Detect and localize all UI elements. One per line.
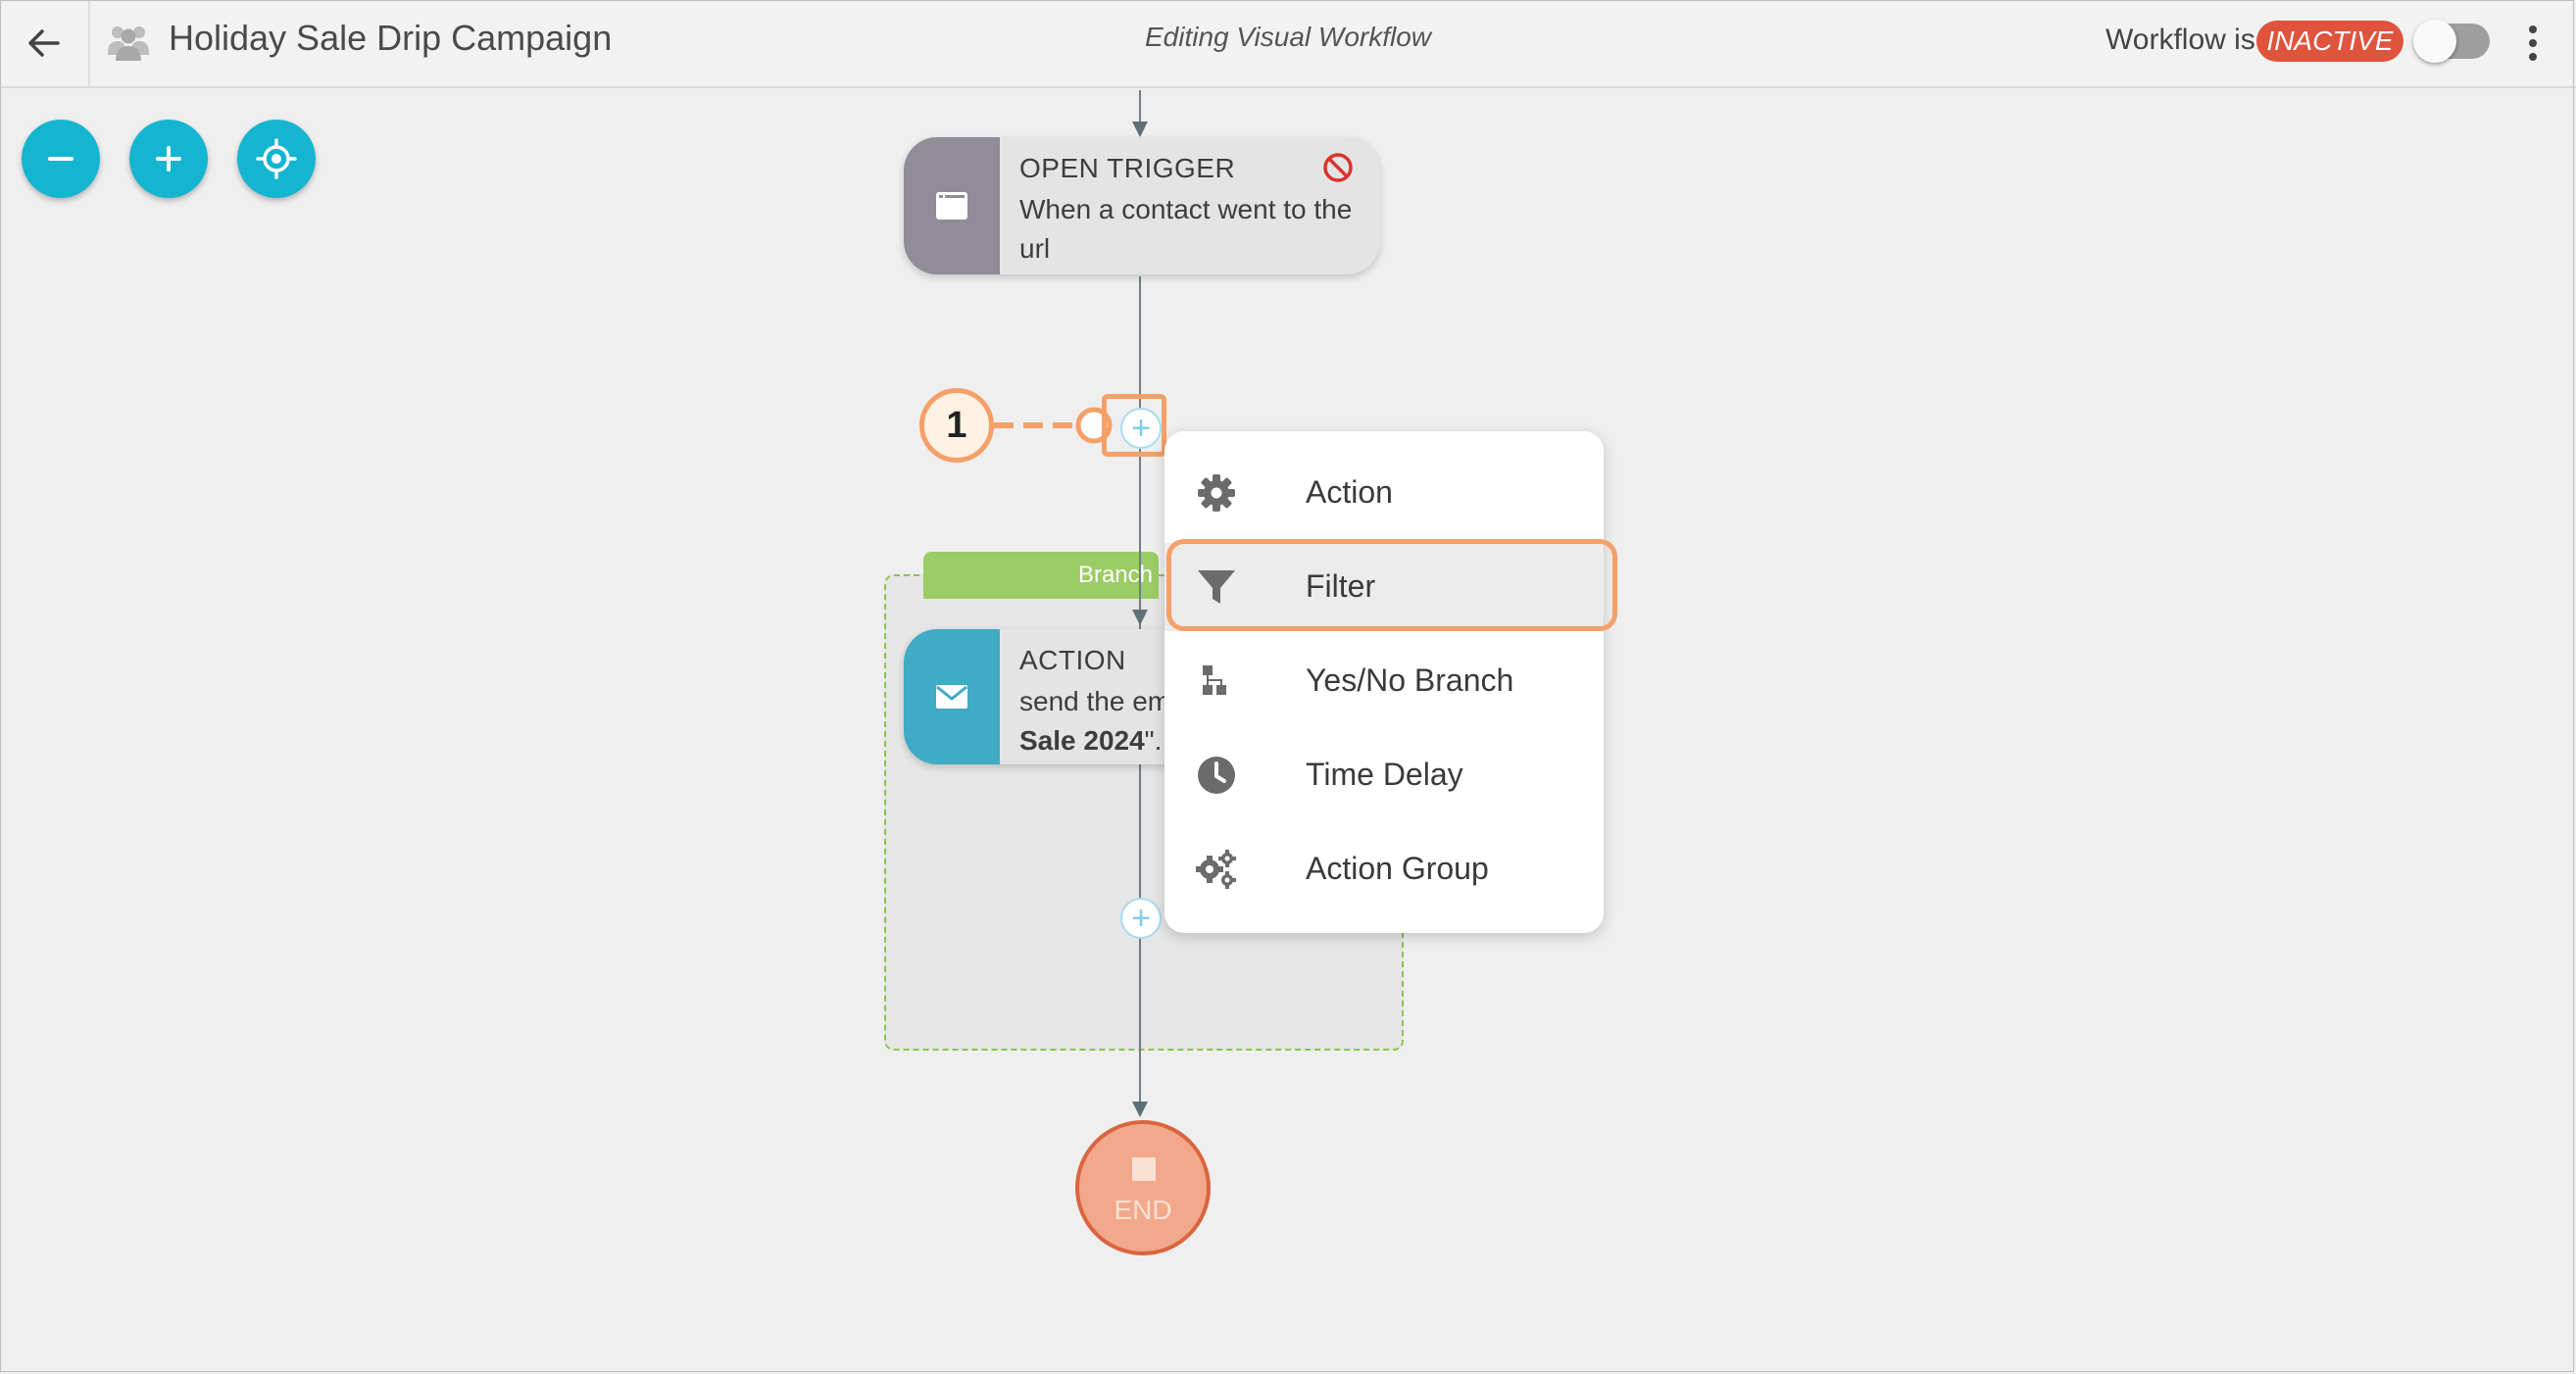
gears-icon [1196,850,1236,889]
minus-icon [48,157,74,161]
action-type-label: ACTION [1019,645,1126,675]
callout-connector [994,407,1113,444]
zoom-in-button[interactable] [129,120,208,198]
menu-item-label: Filter [1306,568,1376,604]
users-group-icon [108,26,149,61]
workflow-status-label: Workflow is [2105,24,2255,56]
toggle-knob [2413,20,2456,63]
end-label: END [1114,1195,1172,1225]
app-header: Holiday Sale Drip Campaign Editing Visua… [0,0,2576,88]
kebab-menu-icon[interactable] [2521,20,2545,67]
menu-item-filter[interactable]: Filter [1164,543,1604,631]
stop-icon [1132,1157,1156,1181]
plus-icon [156,146,181,172]
trigger-description: When a contact went to the url [1019,194,1353,264]
action-icon-strip [904,629,1000,764]
menu-item-action-group[interactable]: Action Group [1164,825,1604,913]
gear-icon [1198,474,1235,512]
add-step-menu: Action Filter Yes/No Branch [1164,431,1604,933]
add-step-highlight [1102,394,1166,457]
funnel-icon [1198,570,1235,604]
menu-item-yes-no-branch[interactable]: Yes/No Branch [1164,637,1604,725]
action-description-end: ". [1144,725,1163,756]
add-step-button[interactable]: + [1120,408,1162,449]
back-button[interactable] [0,0,90,86]
page-subtitle: Editing Visual Workflow [1144,22,1432,52]
status-badge: INACTIVE [2256,21,2403,62]
trigger-type-label: OPEN TRIGGER [1019,153,1236,183]
end-node[interactable]: END [1075,1120,1211,1255]
blocked-icon[interactable] [1321,151,1355,184]
page-title: Holiday Sale Drip Campaign [169,18,613,58]
menu-item-action[interactable]: Action [1164,449,1604,537]
workflow-active-toggle[interactable] [2413,20,2490,63]
crosshair-icon [256,138,297,179]
arrow-left-icon [28,29,60,57]
menu-item-label: Action Group [1306,851,1489,886]
browser-window-icon [936,192,967,220]
menu-item-label: Yes/No Branch [1306,662,1514,698]
open-trigger-node[interactable]: OPEN TRIGGER When a contact went to the … [904,137,1380,274]
action-email-name: Sale 2024 [1019,725,1145,756]
recenter-button[interactable] [237,120,316,198]
step-callout: 1 [919,388,994,463]
add-step-button-branch[interactable]: + [1120,898,1162,939]
clock-icon [1198,757,1235,794]
envelope-icon [936,685,967,709]
menu-item-label: Action [1306,474,1393,510]
zoom-out-button[interactable] [22,120,100,198]
menu-item-label: Time Delay [1306,757,1463,792]
action-description: send the em Sale 2024". [1019,682,1372,761]
branch-tree-icon [1203,665,1226,695]
action-description-start: send the em [1019,686,1171,716]
trigger-icon-strip [904,137,1000,274]
menu-item-time-delay[interactable]: Time Delay [1164,731,1604,819]
